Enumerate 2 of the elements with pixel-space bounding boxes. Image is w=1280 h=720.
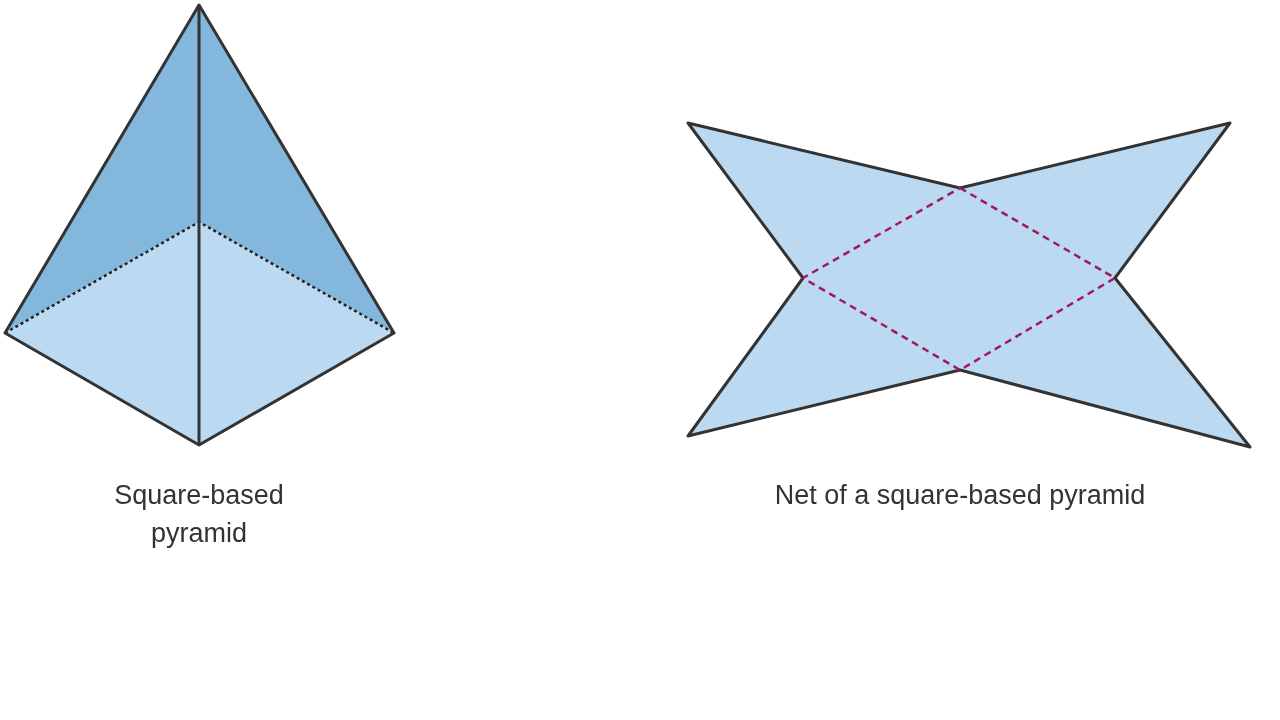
caption: Net of a square-based pyramid (773, 479, 1147, 512)
caption: Square-based pyramid (113, 479, 285, 550)
